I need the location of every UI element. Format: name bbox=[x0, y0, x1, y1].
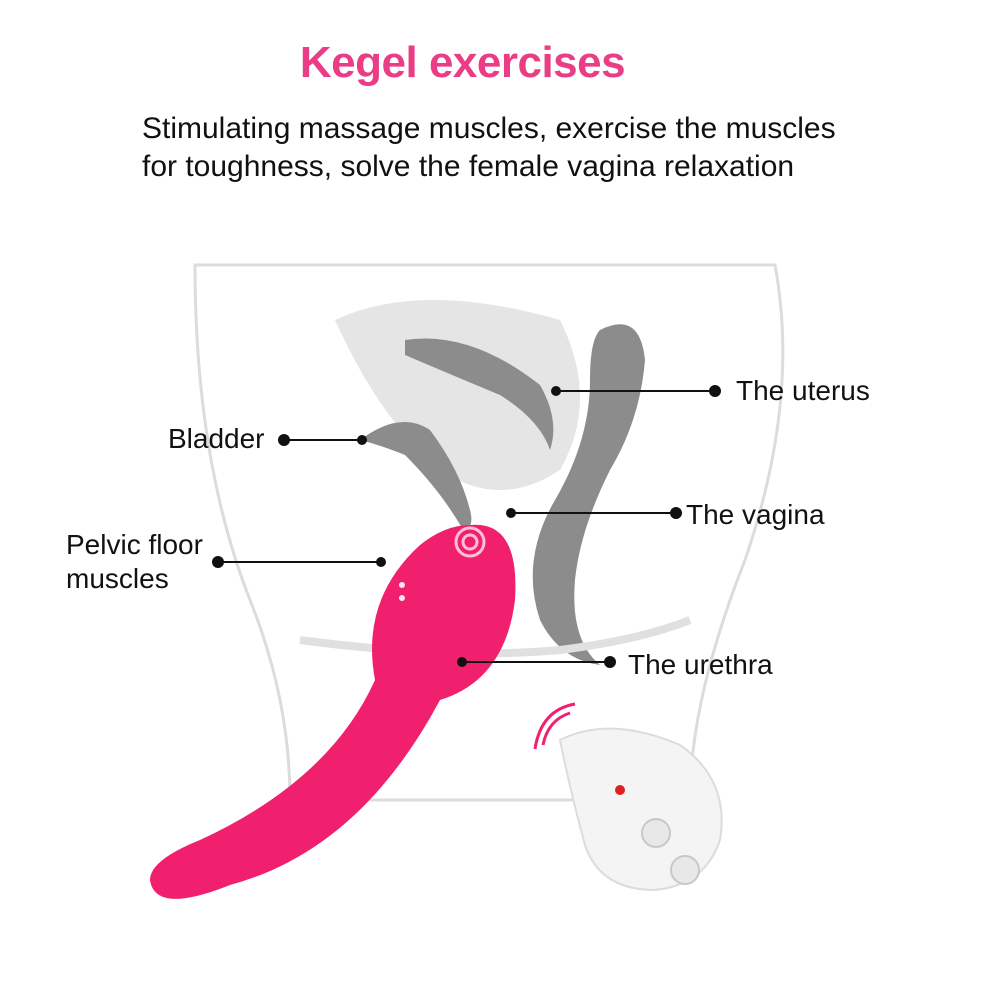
description: Stimulating massage muscles, exercise th… bbox=[142, 110, 836, 186]
label-bladder: Bladder bbox=[168, 423, 265, 454]
label-pelvic-floor-line-1: Pelvic floor bbox=[66, 529, 203, 560]
uterus-shape bbox=[405, 338, 554, 450]
label-uterus: The uterus bbox=[736, 375, 870, 406]
label-urethra: The urethra bbox=[628, 649, 773, 680]
organ-background-shape bbox=[335, 300, 580, 490]
description-line-2: for toughness, solve the female vagina r… bbox=[142, 150, 795, 183]
leader-lines bbox=[212, 385, 721, 668]
led-indicator bbox=[615, 785, 625, 795]
egg-device bbox=[150, 524, 516, 899]
power-button bbox=[670, 855, 700, 885]
description-line-1: Stimulating massage muscles, exercise th… bbox=[142, 112, 836, 145]
label-pelvic-floor: Pelvic floor muscles bbox=[66, 528, 203, 596]
signal-icon bbox=[541, 711, 571, 746]
remote-control bbox=[533, 702, 723, 892]
canal-shape bbox=[532, 324, 645, 665]
label-pelvic-floor-line-2: muscles bbox=[66, 563, 169, 594]
page-title: Kegel exercises bbox=[299, 38, 626, 87]
bladder-shape bbox=[360, 422, 472, 529]
mode-button bbox=[641, 818, 671, 848]
label-vagina: The vagina bbox=[686, 499, 825, 530]
